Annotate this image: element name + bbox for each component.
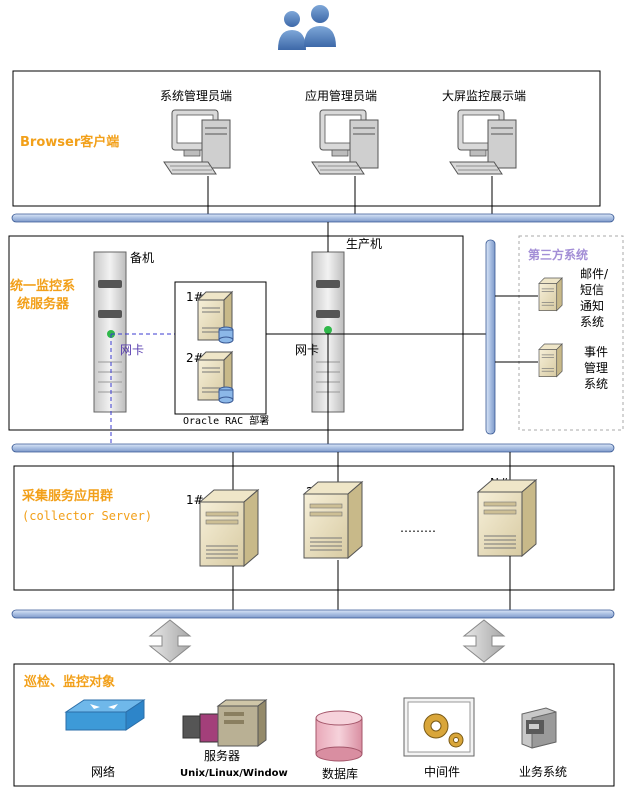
nic-right-label: 网卡 <box>295 343 319 357</box>
collector-subtitle: (collector Server) <box>22 509 152 523</box>
event-mgmt-label: 事件 <box>584 345 608 359</box>
targets-title: 巡检、监控对象 <box>24 674 115 690</box>
third-party-box <box>518 235 624 431</box>
target-label: 业务系统 <box>519 764 567 779</box>
client-pc-admin: 系统管理员端 <box>160 88 232 175</box>
mail-sms-label: 短信 <box>580 283 604 297</box>
third-party-title: 第三方系统 <box>528 247 588 262</box>
client-label: 应用管理员端 <box>305 88 377 103</box>
mail-sms-label: 系统 <box>580 315 604 329</box>
client-label: 大屏监控展示端 <box>442 89 526 103</box>
target-label: 服务器 <box>204 748 240 763</box>
mail-sms-label: 通知 <box>580 299 604 313</box>
db-server-1-icon <box>197 291 234 344</box>
event-mgmt-label: 系统 <box>584 377 608 391</box>
monitor-server-title: 统服务器 <box>17 296 70 312</box>
collector-server-1-icon <box>199 489 259 567</box>
business-system-icon <box>521 707 557 749</box>
server-icon <box>182 699 268 747</box>
event-mgmt-label: 管理 <box>584 360 608 375</box>
db-server-2-icon <box>197 351 234 404</box>
middleware-icon <box>403 697 475 757</box>
double-arrow-icon <box>462 619 506 663</box>
network-bus <box>11 213 615 223</box>
users-icon <box>278 5 336 50</box>
desktop-pc-icon <box>449 109 517 175</box>
network-bus <box>11 609 615 619</box>
event-mgmt-server-icon <box>538 343 563 377</box>
router-icon <box>64 699 146 731</box>
nic-indicator <box>324 326 332 334</box>
desktop-pc-icon <box>311 109 379 175</box>
collector-server-n-icon <box>477 479 537 557</box>
network-bus <box>11 443 615 453</box>
client-label: 系统管理员端 <box>160 88 232 103</box>
desktop-pc-icon <box>163 109 231 175</box>
collector-server-label: 1# <box>186 493 204 507</box>
oracle-rac-label: Oracle RAC 部署 <box>183 414 269 427</box>
target-sublabel: Unix/Linux/Window <box>180 768 288 779</box>
database-icon <box>315 710 363 762</box>
collector-server-2-icon <box>303 481 363 559</box>
collector-ellipsis: ……… <box>400 521 436 535</box>
double-arrow-icon <box>148 619 192 663</box>
client-pc-app-admin: 应用管理员端 <box>305 88 379 175</box>
browser-client-title: Browser客户端 <box>20 134 119 150</box>
target-label: 中间件 <box>424 764 460 779</box>
collector-title: 采集服务应用群 <box>21 488 113 504</box>
mail-sms-server-icon <box>538 277 563 311</box>
target-label: 数据库 <box>322 766 358 781</box>
mail-sms-label: 邮件/ <box>580 267 609 281</box>
production-label: 生产机 <box>346 237 382 251</box>
monitor-server-title: 统一监控系 <box>10 278 75 294</box>
client-pc-bigscreen: 大屏监控展示端 <box>442 89 526 175</box>
target-label: 网络 <box>91 764 115 779</box>
vertical-bus <box>485 239 496 435</box>
nic-left-label: 网卡 <box>120 343 144 357</box>
standby-label: 备机 <box>130 251 154 265</box>
